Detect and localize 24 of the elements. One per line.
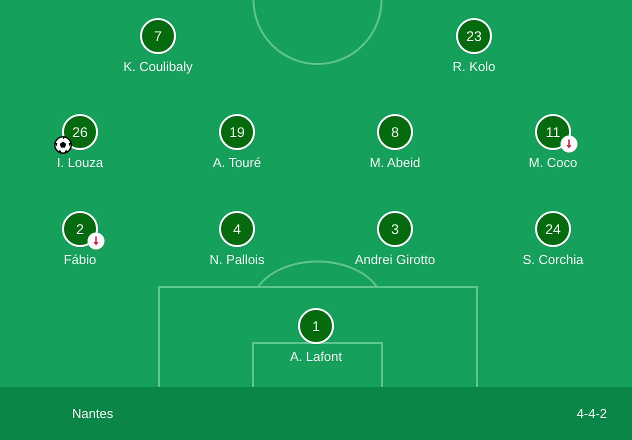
player-name: Fábio	[64, 252, 96, 267]
player-name: R. Kolo	[452, 59, 496, 74]
player-name: I. Louza	[56, 155, 104, 170]
jersey-number: 26	[62, 114, 98, 150]
player-name: M. Coco	[528, 155, 578, 170]
player-name: S. Corchia	[522, 252, 584, 267]
jersey-number: 11	[535, 114, 571, 150]
jersey-number: 7	[140, 18, 176, 54]
jersey-number: 3	[377, 211, 413, 247]
jersey-number: 8	[377, 114, 413, 150]
player-name: K. Coulibaly	[123, 59, 193, 74]
player-name: A. Lafont	[290, 349, 342, 364]
player-name: A. Touré	[212, 155, 262, 170]
jersey-number: 2	[62, 211, 98, 247]
player-name: N. Pallois	[210, 252, 264, 267]
jersey-number: 24	[535, 211, 571, 247]
jersey-number: 19	[219, 114, 255, 150]
formation-label: 4-4-2	[576, 406, 607, 421]
jersey-number: 23	[456, 18, 492, 54]
team-name: Nantes	[72, 406, 114, 421]
jersey-number: 1	[298, 308, 334, 344]
player-name: Andrei Girotto	[354, 252, 436, 267]
jersey-number: 4	[219, 211, 255, 247]
player-name: M. Abeid	[370, 155, 420, 170]
